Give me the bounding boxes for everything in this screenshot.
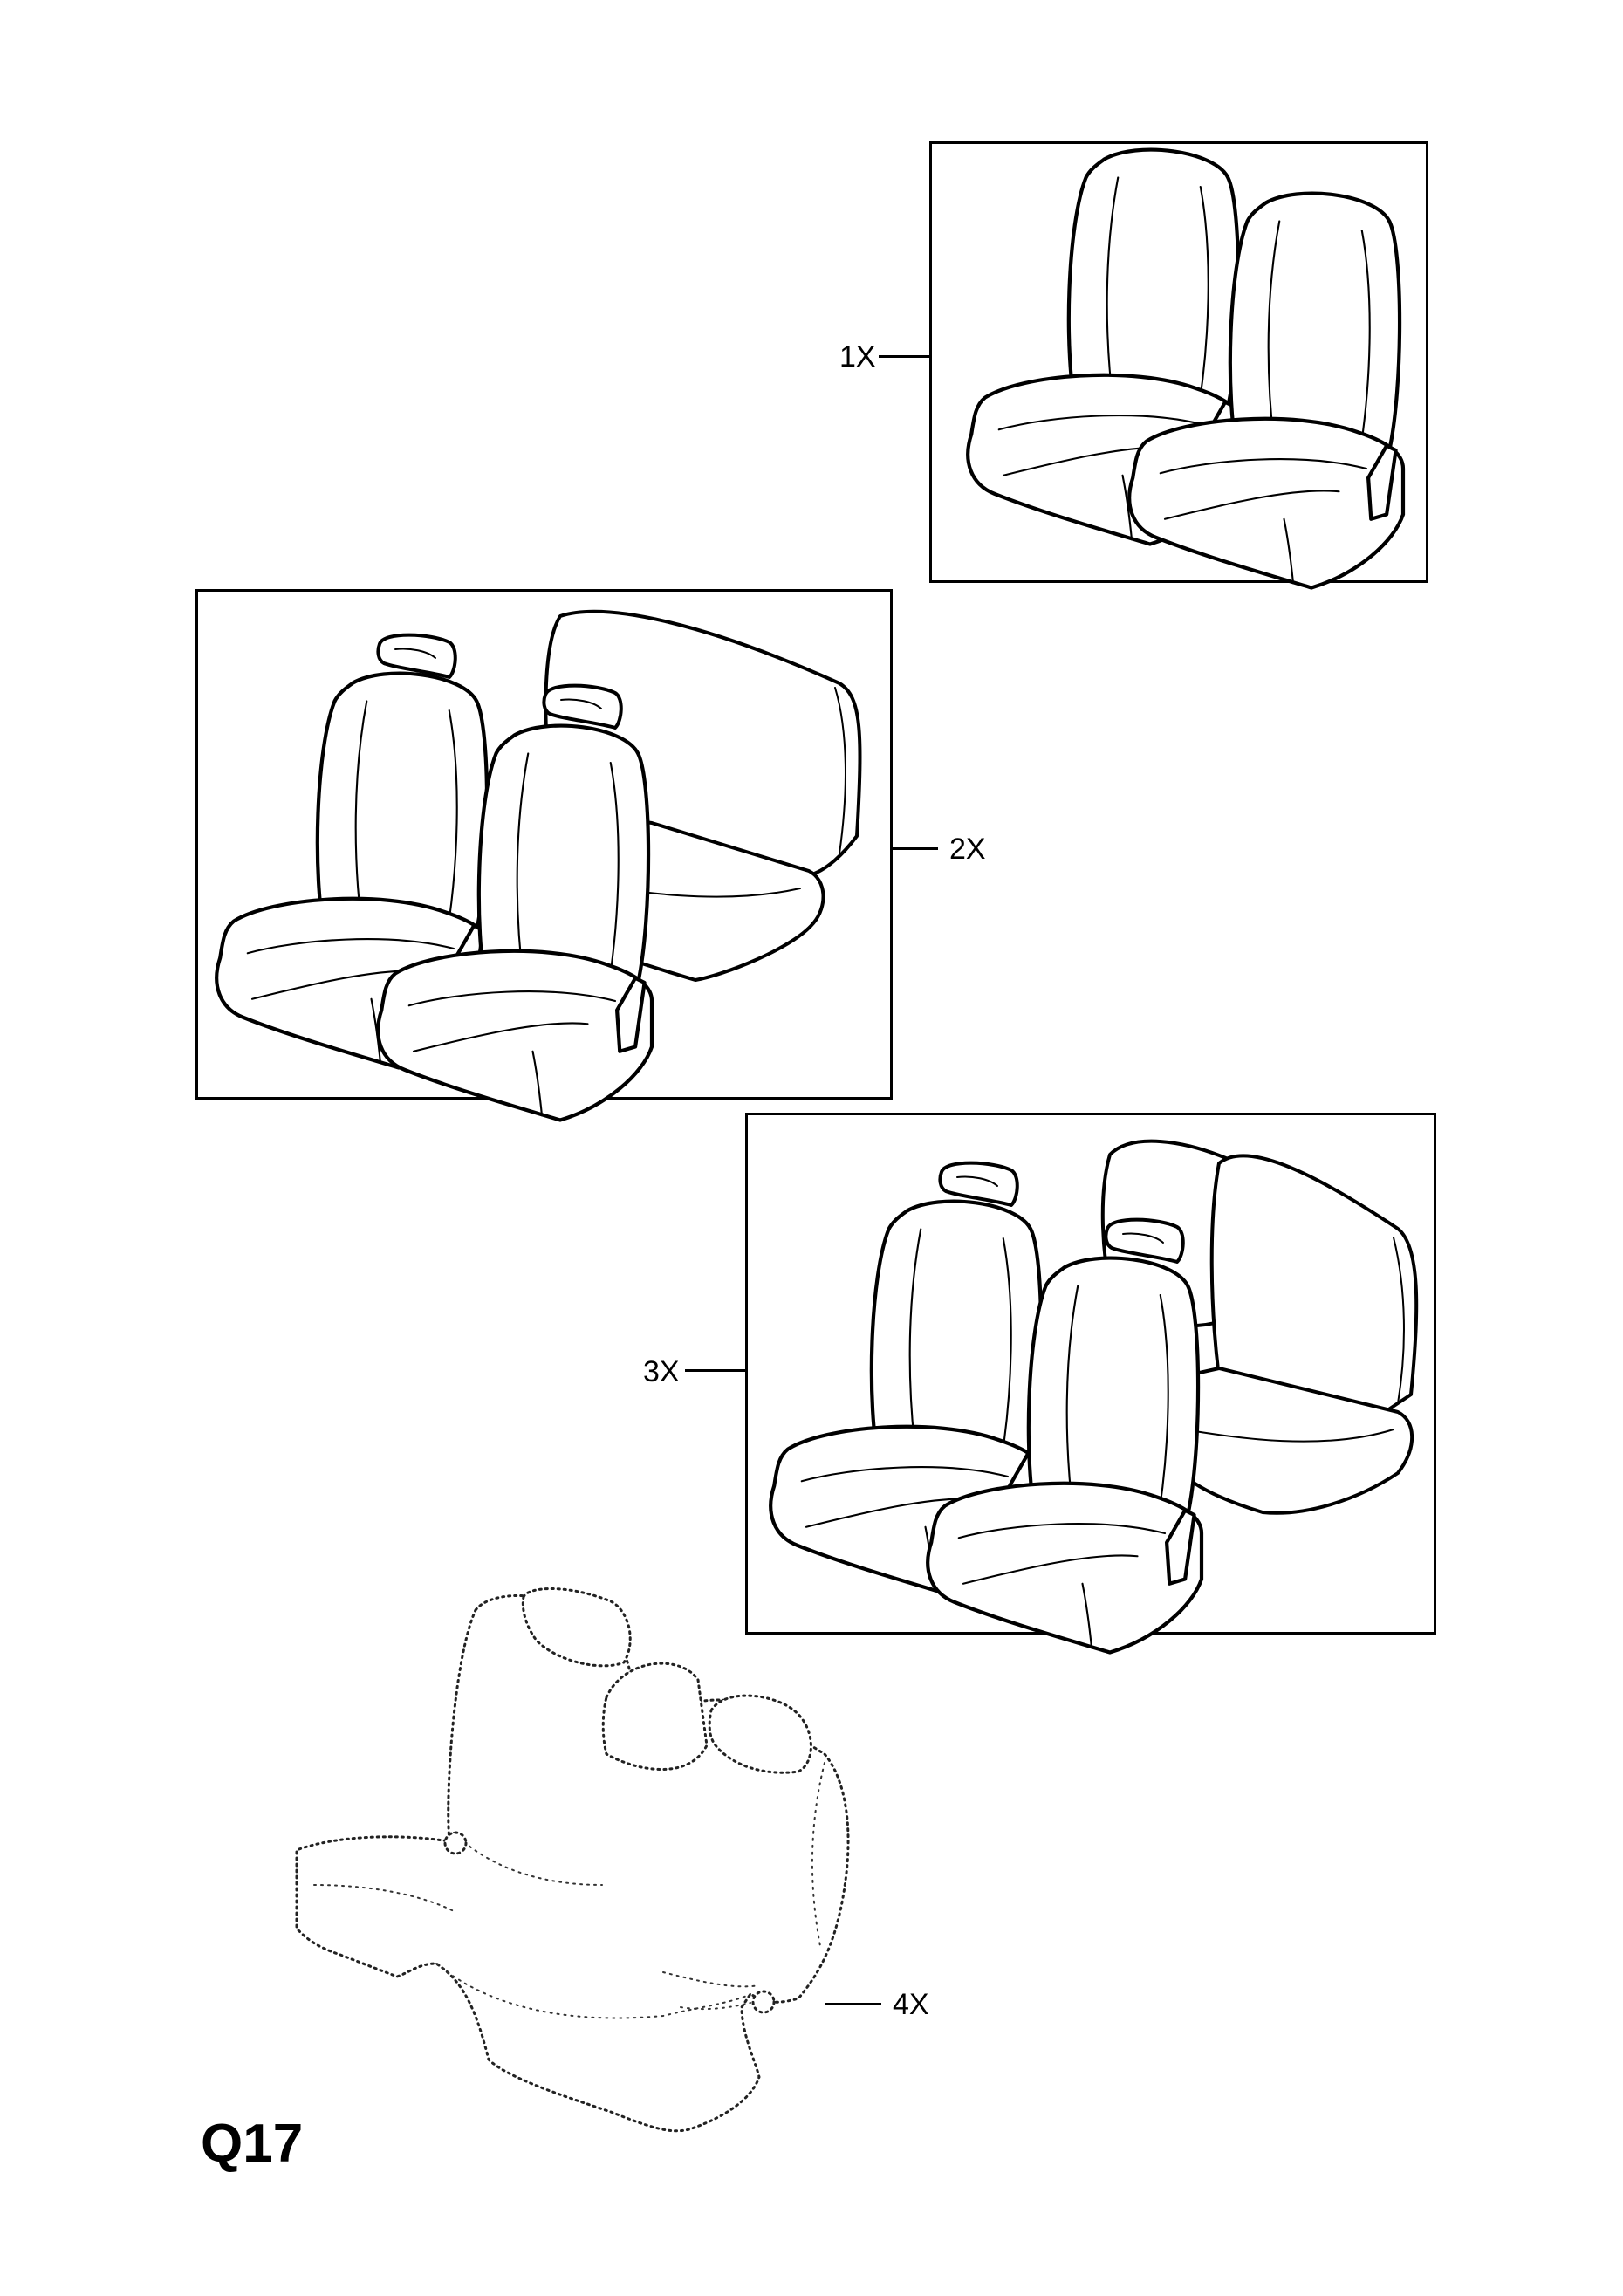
callout-4x: 4X xyxy=(893,1988,929,2021)
callout-leader-3 xyxy=(685,1369,745,1372)
page-code: Q17 xyxy=(201,2114,304,2174)
callout-leader-2 xyxy=(893,847,938,850)
panel-front-seats-set-1 xyxy=(929,141,1428,583)
callout-3x: 3X xyxy=(643,1355,680,1388)
callout-2x: 2X xyxy=(949,833,986,866)
callout-leader-4 xyxy=(825,2003,881,2005)
callout-1x: 1X xyxy=(839,340,876,374)
callout-leader-1 xyxy=(879,355,929,358)
front-seats-and-rear-bench-illustration xyxy=(198,609,862,1102)
front-seats-and-split-rear-bench-illustration xyxy=(748,1139,1419,1637)
panel-front-seats-split-bench-3 xyxy=(745,1113,1436,1635)
panel-front-seats-bench-2 xyxy=(195,589,893,1100)
